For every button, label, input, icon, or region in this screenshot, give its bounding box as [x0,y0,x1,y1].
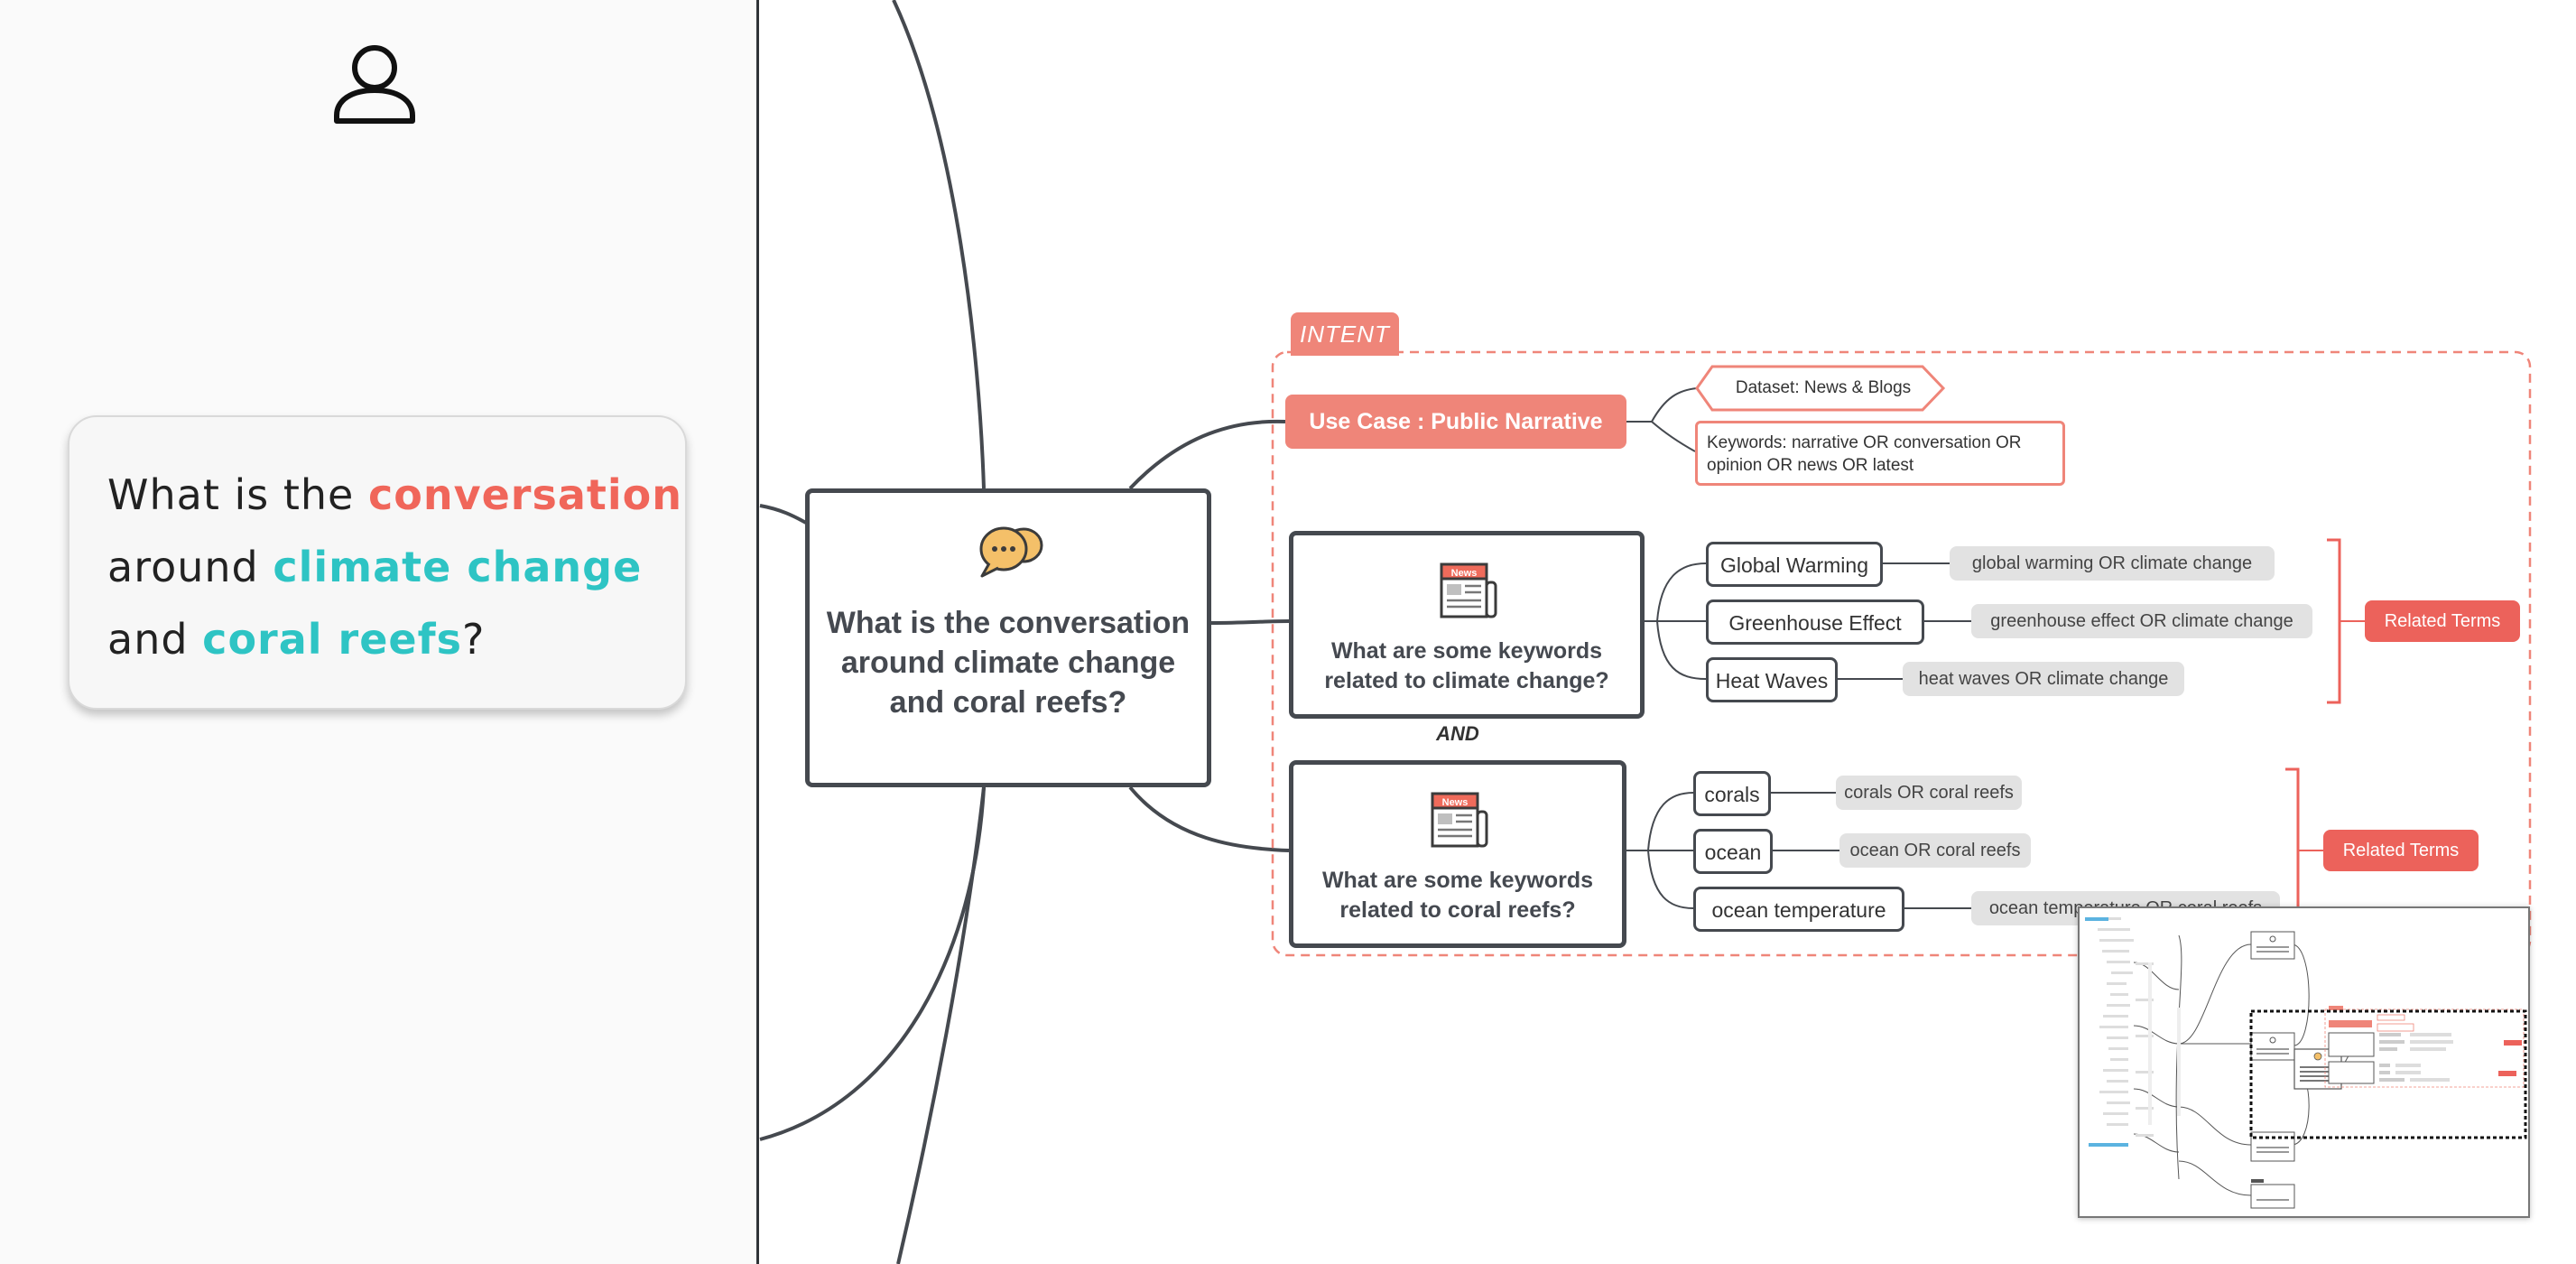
svg-text:News: News [1442,797,1469,808]
highlight-conversation: conversation [367,470,682,519]
keyword-heat-waves[interactable]: Heat Waves [1706,657,1838,702]
term-ocean[interactable]: ocean OR coral reefs [1839,833,2031,868]
term-corals[interactable]: corals OR coral reefs [1836,776,2022,810]
chat-bubbles-icon [979,526,1043,578]
intent-tag: INTENT [1291,312,1399,356]
related-terms-coral[interactable]: Related Terms [2323,830,2479,871]
highlight-climate-change: climate change [273,543,643,591]
use-case-node[interactable]: Use Case : Public Narrative [1285,395,1626,449]
term-global-warming[interactable]: global warming OR climate change [1950,546,2275,581]
center-node-title: What is the conversation around climate … [826,606,1191,720]
left-panel: What is the conversation around climate … [0,0,759,1264]
keyword-greenhouse-effect[interactable]: Greenhouse Effect [1706,599,1924,645]
center-question-node[interactable]: What is the conversation around climate … [805,488,1211,787]
climate-keywords-node[interactable]: News What are some keywords related to c… [1289,531,1645,719]
keyword-corals[interactable]: corals [1693,771,1771,816]
question-line-3: and coral reefs? [107,615,486,664]
news-icon: News [1440,562,1497,618]
keyword-ocean-temperature[interactable]: ocean temperature [1693,887,1904,932]
related-terms-climate[interactable]: Related Terms [2365,600,2520,642]
keyword-ocean[interactable]: ocean [1693,829,1773,874]
svg-text:News: News [1451,568,1478,579]
minimap-canvas [2085,917,2527,1209]
question-card: What is the conversation around climate … [68,415,687,710]
news-icon: News [1431,792,1488,848]
keyword-global-warming[interactable]: Global Warming [1706,542,1883,587]
climate-node-title: What are some keywords related to climat… [1324,638,1609,693]
minimap[interactable] [2078,906,2530,1218]
and-label: AND [1436,722,1479,745]
coral-node-title: What are some keywords related to coral … [1321,868,1594,923]
question-line-2: around climate change [107,543,643,591]
highlight-coral-reefs: coral reefs [202,615,463,664]
coral-keywords-node[interactable]: News What are some keywords related to c… [1289,760,1626,948]
term-heat-waves[interactable]: heat waves OR climate change [1903,662,2184,696]
question-line-1: What is the conversation [107,470,682,519]
intent-keywords-node[interactable]: Keywords: narrative OR conversation OR o… [1695,421,2065,486]
dataset-node[interactable]: Dataset: News & Blogs [1735,378,1912,397]
term-greenhouse-effect[interactable]: greenhouse effect OR climate change [1971,604,2312,638]
user-icon [334,45,415,124]
